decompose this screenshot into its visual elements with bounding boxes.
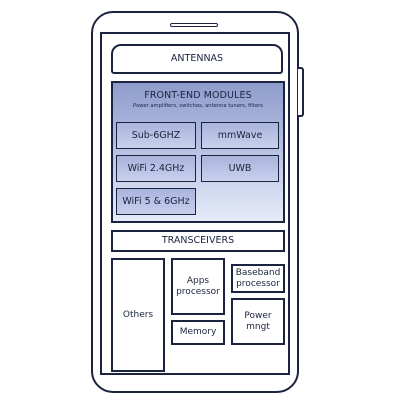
front-end-modules-title: FRONT-END MODULES [144,90,252,101]
antennas-label: ANTENNAS [170,52,224,64]
module-label: WiFi 2.4GHz [127,163,185,174]
apps-processor-block: Apps processor [171,258,225,315]
module-uwb: UWB [201,155,279,182]
front-end-modules-subtitle: Power amplifiers, switches, antenna tune… [133,103,263,109]
transceivers-block: TRANSCEIVERS [111,230,285,252]
apps-processor-label: Apps processor [176,276,220,297]
others-block: Others [111,258,165,372]
module-wifi-2-4ghz: WiFi 2.4GHz [116,155,196,182]
module-label: Sub-6GHZ [131,130,181,141]
memory-label: Memory [179,327,217,338]
power-management-block: Power mngt [231,298,285,345]
power-management-label: Power mngt [244,311,272,332]
module-label: WiFi 5 & 6GHz [122,196,190,207]
others-label: Others [122,309,154,320]
memory-block: Memory [171,320,225,345]
transceivers-label: TRANSCEIVERS [161,234,235,246]
baseband-processor-label: Baseband processor [235,268,281,289]
module-label: mmWave [217,130,263,141]
module-mmwave: mmWave [201,122,279,149]
module-wifi-5-6ghz: WiFi 5 & 6GHz [116,188,196,215]
module-sub-6ghz: Sub-6GHZ [116,122,196,149]
module-label: UWB [228,163,252,174]
front-end-modules-block [111,81,285,223]
baseband-processor-block: Baseband processor [231,264,285,293]
antennas-block: ANTENNAS [111,44,283,74]
phone-speaker [170,23,218,27]
phone-side-button [298,67,304,117]
